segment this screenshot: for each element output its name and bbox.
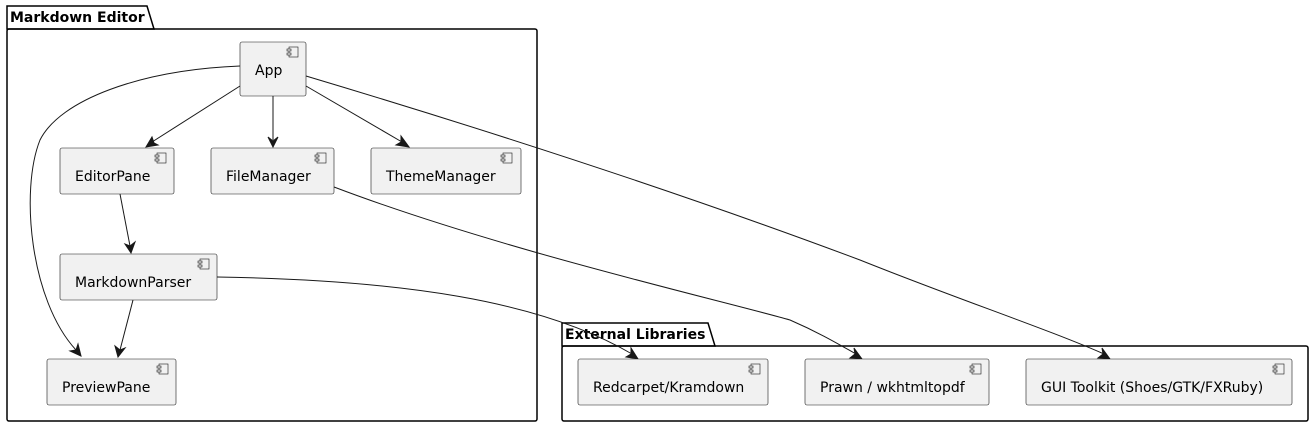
package-external-libraries: External Libraries bbox=[561, 322, 1309, 422]
component-label: App bbox=[255, 63, 282, 79]
edge-editorpane-markdownparser-arrowhead bbox=[123, 240, 137, 255]
edge-app-previewpane bbox=[29, 65, 241, 351]
component-thememanager[interactable]: ThemeManager bbox=[370, 147, 522, 195]
package-markdown-editor: Markdown Editor bbox=[6, 5, 538, 422]
edge-app-guitoolkit-arrowhead bbox=[1096, 347, 1112, 360]
component-filemanager[interactable]: FileManager bbox=[210, 147, 335, 195]
component-editorpane[interactable]: EditorPane bbox=[59, 147, 175, 195]
component-label: GUI Toolkit (Shoes/GTK/FXRuby) bbox=[1041, 380, 1263, 396]
component-box bbox=[804, 358, 990, 406]
component-box bbox=[577, 358, 769, 406]
edge-markdownparser-previewpane bbox=[119, 299, 134, 351]
relationship-edges bbox=[29, 65, 1112, 360]
package-frame bbox=[6, 28, 538, 422]
component-redcarpet-kramdown[interactable]: Redcarpet/Kramdown bbox=[577, 358, 769, 406]
edge-app-thememanager bbox=[305, 85, 403, 143]
edge-app-editorpane-arrowhead bbox=[145, 135, 160, 148]
edge-filemanager-prawn bbox=[333, 186, 857, 355]
component-label: Prawn / wkhtmltopdf bbox=[820, 380, 966, 396]
package-title: Markdown Editor bbox=[10, 10, 145, 26]
edge-app-filemanager-arrowhead bbox=[267, 136, 279, 149]
component-label: PreviewPane bbox=[62, 380, 150, 396]
package-title: External Libraries bbox=[565, 327, 705, 343]
component-label: Redcarpet/Kramdown bbox=[593, 380, 744, 396]
edge-app-thememanager-arrowhead bbox=[394, 134, 411, 148]
edge-markdownparser-previewpane-arrowhead bbox=[114, 344, 127, 359]
component-gui-toolkit[interactable]: GUI Toolkit (Shoes/GTK/FXRuby) bbox=[1025, 358, 1293, 406]
component-box bbox=[46, 358, 177, 406]
edge-app-previewpane-arrowhead bbox=[68, 342, 82, 357]
component-box bbox=[210, 147, 335, 195]
edge-editorpane-markdownparser bbox=[119, 193, 131, 247]
edge-markdownparser-redcarpet-arrowhead bbox=[624, 346, 640, 360]
component-previewpane[interactable]: PreviewPane bbox=[46, 358, 177, 406]
component-box bbox=[370, 147, 522, 195]
component-box bbox=[59, 147, 175, 195]
edge-filemanager-prawn-arrowhead bbox=[848, 347, 864, 360]
package-frame bbox=[561, 345, 1309, 422]
component-label: EditorPane bbox=[75, 169, 150, 185]
component-label: ThemeManager bbox=[385, 169, 496, 185]
component-box bbox=[59, 253, 218, 301]
edge-markdownparser-redcarpet bbox=[216, 276, 633, 355]
component-markdownparser[interactable]: MarkdownParser bbox=[59, 253, 218, 301]
edge-app-guitoolkit bbox=[305, 75, 1105, 355]
edge-app-editorpane bbox=[151, 85, 241, 143]
component-app[interactable]: App bbox=[239, 41, 307, 97]
component-prawn-wkhtmltopdf[interactable]: Prawn / wkhtmltopdf bbox=[804, 358, 990, 406]
component-label: MarkdownParser bbox=[75, 275, 191, 291]
component-box bbox=[1025, 358, 1293, 406]
component-label: FileManager bbox=[226, 169, 311, 185]
